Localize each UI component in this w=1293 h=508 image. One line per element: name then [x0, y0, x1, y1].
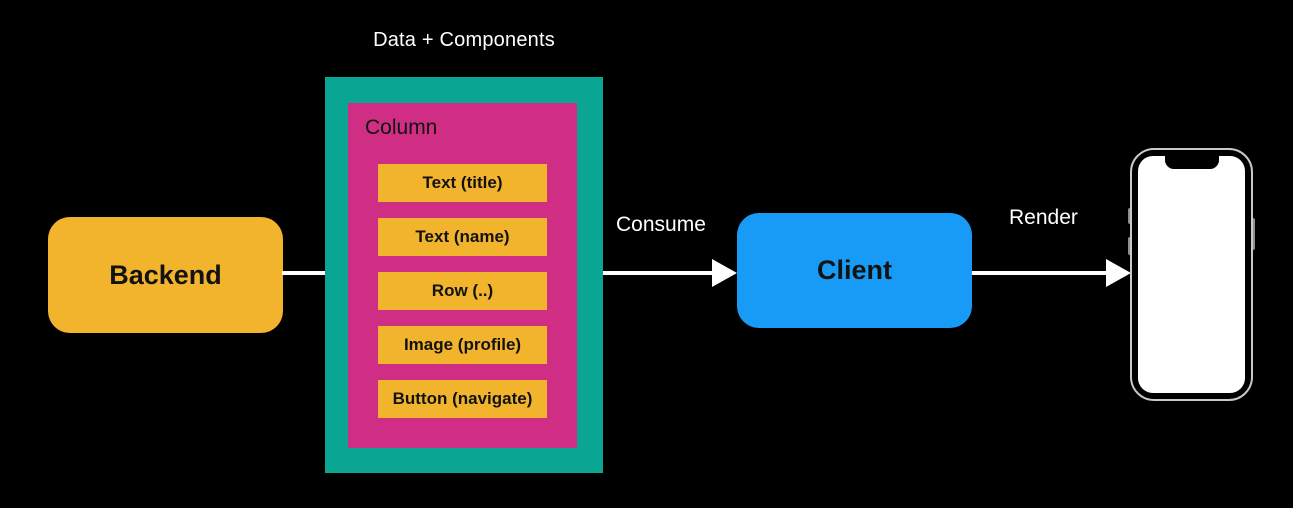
component-item-text-name: Text (name) — [378, 218, 547, 256]
consume-edge-label: Consume — [616, 213, 706, 236]
client-to-device-line — [972, 271, 1107, 275]
column-component: Column Text (title) Text (name) Row (..)… — [348, 103, 577, 448]
phone-screen — [1138, 156, 1245, 393]
backend-label: Backend — [109, 259, 222, 290]
component-item-label: Text (title) — [422, 173, 503, 192]
backend-to-payload-line — [282, 271, 325, 275]
phone-notch-icon — [1164, 156, 1219, 169]
component-item-label: Row (..) — [431, 281, 494, 300]
component-item-label: Image (profile) — [403, 335, 522, 354]
render-arrowhead-icon — [1106, 259, 1131, 287]
column-label: Column — [365, 116, 438, 139]
phone-frame — [1130, 148, 1253, 401]
component-item-image-profile: Image (profile) — [378, 326, 547, 364]
component-item-label: Text (name) — [415, 227, 510, 246]
consume-arrowhead-icon — [712, 259, 737, 287]
component-list: Text (title) Text (name) Row (..) Image … — [378, 164, 547, 418]
payload-to-client-line — [603, 271, 713, 275]
phone-power-button-icon — [1251, 218, 1255, 250]
client-label: Client — [816, 255, 892, 285]
component-item-row: Row (..) — [378, 272, 547, 310]
component-item-label: Button (navigate) — [392, 389, 533, 408]
payload-container: Column Text (title) Text (name) Row (..)… — [325, 77, 603, 473]
payload-title: Data + Components — [373, 29, 555, 51]
render-edge-label: Render — [1009, 206, 1078, 229]
component-item-text-title: Text (title) — [378, 164, 547, 202]
client-node: Client — [737, 213, 972, 328]
backend-node: Backend — [48, 217, 283, 333]
smartphone-icon — [1128, 148, 1255, 401]
component-item-button-navigate: Button (navigate) — [378, 380, 547, 418]
